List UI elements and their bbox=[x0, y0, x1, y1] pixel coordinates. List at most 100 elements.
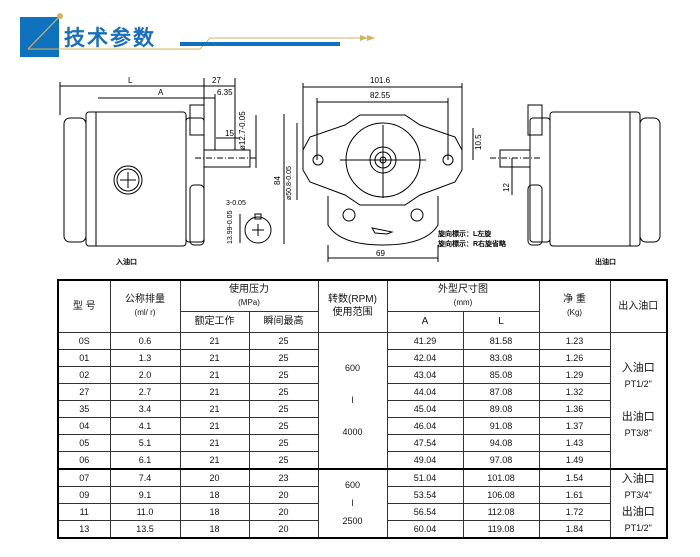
cell-rated-pressure: 21 bbox=[179, 348, 250, 367]
cell-A: 46.04 bbox=[386, 416, 464, 435]
cell-peak-pressure: 25 bbox=[248, 399, 319, 418]
cell-A: 47.54 bbox=[386, 433, 464, 452]
outlet-label: 出油口 bbox=[621, 506, 655, 518]
rotation-note-left: 旋向標示：L左旋 bbox=[438, 231, 492, 238]
cell-L: 85.08 bbox=[462, 365, 540, 384]
dim-6-35: 6.35 bbox=[217, 88, 233, 97]
cell-rated-pressure: 20 bbox=[179, 468, 250, 487]
header-rated: 额定工作 bbox=[179, 310, 250, 333]
cell-displacement: 2.7 bbox=[109, 382, 181, 401]
cell-model: 07 bbox=[57, 468, 111, 487]
cell-L: 119.08 bbox=[462, 519, 540, 538]
cell-weight: 1.32 bbox=[538, 382, 611, 401]
dim-L: L bbox=[128, 76, 133, 85]
cell-rated-pressure: 21 bbox=[179, 416, 250, 435]
cell-L: 101.08 bbox=[462, 468, 540, 487]
header-model: 型 号 bbox=[57, 279, 111, 333]
cell-peak-pressure: 23 bbox=[248, 468, 319, 487]
cell-A: 45.04 bbox=[386, 399, 464, 418]
outlet-label: 出油口 bbox=[621, 411, 655, 423]
dim-key-height: 13.99-0.05 bbox=[227, 210, 234, 244]
cell-model: 05 bbox=[57, 433, 111, 452]
dim-A: A bbox=[158, 88, 164, 97]
cell-L: 81.58 bbox=[462, 331, 540, 350]
cell-A: 51.04 bbox=[386, 468, 464, 487]
cell-rated-pressure: 21 bbox=[179, 365, 250, 384]
header-pressure: 使用压力(MPa) bbox=[179, 279, 319, 312]
cell-displacement: 9.1 bbox=[109, 485, 181, 504]
spec-table: 型 号 公称排量(ml/ r) 使用压力(MPa) 转数(RPM)使用范围 外型… bbox=[57, 279, 668, 539]
speed-separator: l bbox=[351, 395, 354, 405]
cell-model: 13 bbox=[57, 519, 111, 538]
cell-A: 43.04 bbox=[386, 365, 464, 384]
outlet-label: 出油口 bbox=[595, 259, 616, 266]
speed-max: 2500 bbox=[342, 516, 363, 526]
cell-displacement: 3.4 bbox=[109, 399, 181, 418]
cell-model: 01 bbox=[57, 348, 111, 367]
cell-L: 106.08 bbox=[462, 485, 540, 504]
cell-peak-pressure: 25 bbox=[248, 331, 319, 350]
cell-weight: 1.36 bbox=[538, 399, 611, 418]
speed-min: 600 bbox=[344, 480, 361, 490]
dim-15: 15 bbox=[225, 129, 234, 138]
speed-min: 600 bbox=[344, 363, 361, 373]
dim-10-5: 10.5 bbox=[474, 134, 483, 150]
inlet-size: PT3/4" bbox=[624, 490, 652, 500]
cell-weight: 1.43 bbox=[538, 433, 611, 452]
cell-A: 49.04 bbox=[386, 450, 464, 469]
cell-L: 97.08 bbox=[462, 450, 540, 469]
cell-L: 112.08 bbox=[462, 502, 540, 521]
cell-L: 94.08 bbox=[462, 433, 540, 452]
page-title: 技术参数 bbox=[64, 25, 156, 50]
cell-peak-pressure: 20 bbox=[248, 485, 319, 504]
cell-rated-pressure: 21 bbox=[179, 433, 250, 452]
header-displacement: 公称排量(ml/ r) bbox=[109, 279, 181, 333]
cell-peak-pressure: 25 bbox=[248, 348, 319, 367]
cell-A: 44.04 bbox=[386, 382, 464, 401]
cell-rated-pressure: 18 bbox=[179, 502, 250, 521]
cell-A: 42.04 bbox=[386, 348, 464, 367]
cell-peak-pressure: 20 bbox=[248, 519, 319, 538]
cell-rated-pressure: 21 bbox=[179, 450, 250, 469]
cell-displacement: 2.0 bbox=[109, 365, 181, 384]
cell-model: 27 bbox=[57, 382, 111, 401]
cell-weight: 1.72 bbox=[538, 502, 611, 521]
header-speed: 转数(RPM)使用范围 bbox=[317, 279, 388, 333]
cell-A: 60.04 bbox=[386, 519, 464, 538]
cell-rated-pressure: 18 bbox=[179, 519, 250, 538]
cell-model: 11 bbox=[57, 502, 111, 521]
cell-weight: 1.23 bbox=[538, 331, 611, 350]
cell-rated-pressure: 18 bbox=[179, 485, 250, 504]
cell-rated-pressure: 21 bbox=[179, 331, 250, 350]
cell-displacement: 0.6 bbox=[109, 331, 181, 350]
speed-max: 4000 bbox=[342, 427, 363, 437]
cell-displacement: 13.5 bbox=[109, 519, 181, 538]
cell-displacement: 11.0 bbox=[109, 502, 181, 521]
cell-weight: 1.49 bbox=[538, 450, 611, 469]
front-view bbox=[283, 83, 474, 262]
cell-peak-pressure: 25 bbox=[248, 382, 319, 401]
header-L: L bbox=[462, 310, 540, 333]
left-side-view bbox=[59, 78, 272, 247]
cell-A: 56.54 bbox=[386, 502, 464, 521]
cell-displacement: 5.1 bbox=[109, 433, 181, 452]
dim-shaft-dia: ø12.7-0.05 bbox=[238, 111, 247, 150]
header-A: A bbox=[386, 310, 464, 333]
cell-displacement: 6.1 bbox=[109, 450, 181, 469]
cell-model: 35 bbox=[57, 399, 111, 418]
right-side-view bbox=[490, 104, 661, 247]
